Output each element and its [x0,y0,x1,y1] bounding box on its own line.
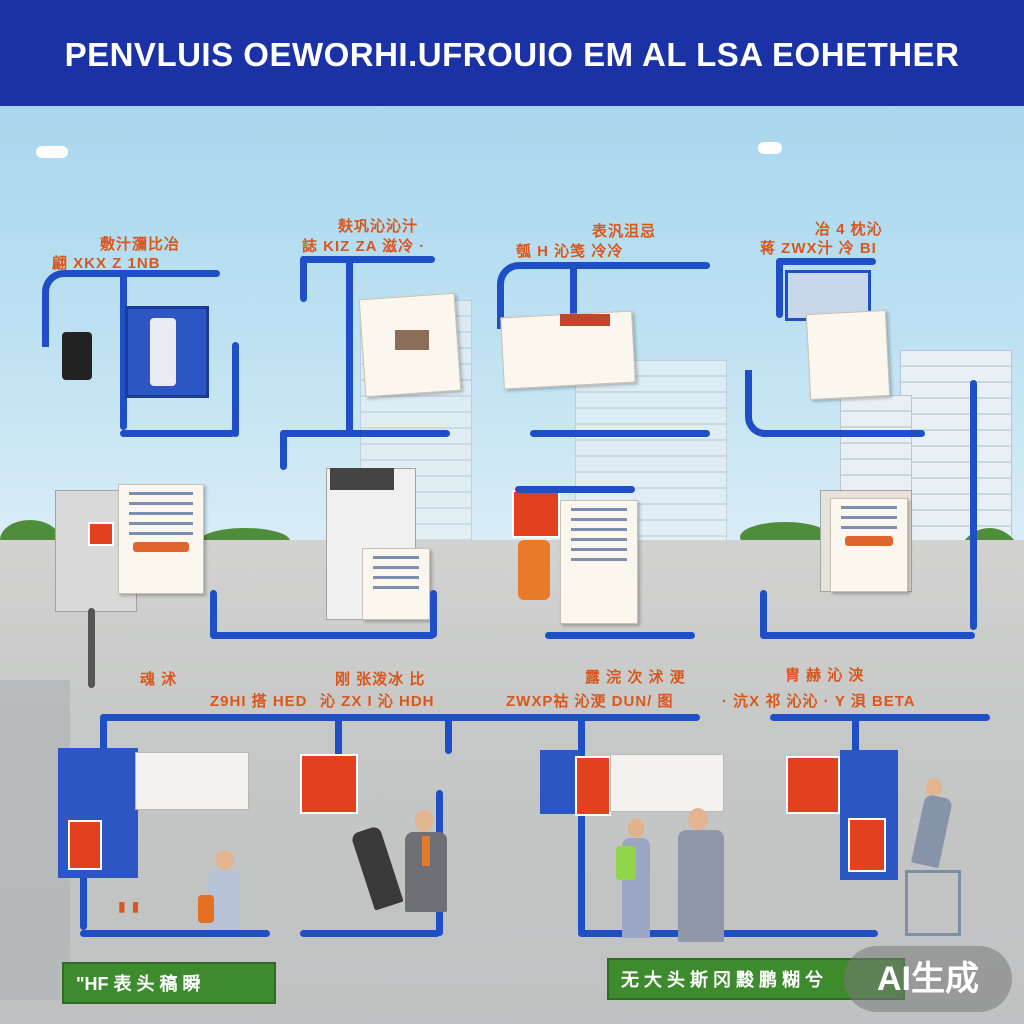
pipe-4-mid [760,430,925,437]
pipe-1-bottom [120,430,235,437]
pipe-bottom-top-far [770,714,990,721]
person-1-bag [198,895,214,923]
pipe-bottom-floor-1 [80,930,270,937]
top-label-2-line2: 誌 KIZ ZA 滋冷 · [302,235,425,256]
pipe-2-drop [280,430,287,470]
pipe-2-down [346,256,353,436]
person-1-head [216,850,234,870]
ai-generated-watermark: AI生成 [844,946,1012,1012]
printer-2-top [330,468,394,490]
pipe-bend-4 [745,370,792,437]
scanner-screen [150,318,176,386]
page-title: PENVLUIS OEWORHI.UFROUIO EM AL LSA EOHET… [0,36,1024,74]
pipe-2-top [300,256,435,263]
person-5-body [678,830,724,942]
top-label-2-line1: 麸巩沁沁汁 [338,215,418,236]
pipe-4-far-right [970,380,977,630]
top-label-4-line2: 蒋 ZWX汁 冷 BI [760,237,877,258]
sign-board-3 [610,754,724,812]
bottom-label-1-line2: Z9HI 搭 HED [210,690,308,711]
person-6-head [926,778,942,796]
document-2-stamp [395,330,429,350]
pipe-3-top [540,262,710,269]
document-mid-3 [560,500,638,624]
pipe-4-left [776,258,783,318]
footer-label-left: "HF 表 头 稿 瞬 [62,962,276,1004]
pipe-bottom-mid-3 [445,714,452,754]
kiosk-3-panel [575,756,611,816]
pipe-3-lower [515,486,635,493]
red-badge-bottom-4 [786,756,840,814]
cloud-left [36,146,68,158]
kiosk-4-panel [848,818,886,872]
bottom-label-3-line2: ZWXP祜 沁浭 DUN/ 图 [506,690,674,711]
person-4-bag [616,846,636,880]
pipe-row-mid-1-right [430,590,437,638]
pipe-row-mid-1 [210,632,435,639]
kiosk-3 [540,750,580,814]
kiosk-1-panel [68,820,102,870]
pipe-2-mid [280,430,450,437]
red-badge-3 [512,490,560,538]
person-4-head [628,818,644,838]
pipe-bottom-top-right [445,714,700,721]
bottom-label-2-line1: 刚 张泼冰 比 [335,668,425,689]
pipe-row-mid-4 [760,632,975,639]
pipe-3-mid [530,430,710,437]
person-5-head [688,808,708,830]
pipe-row-mid-4-left [760,590,767,638]
cloud-right [758,142,782,154]
pipe-row-mid-1-left [210,590,217,638]
bottom-label-1-line1: 魂 沭 [140,668,177,689]
pipe-2-left [300,256,307,302]
document-mid-4 [830,498,908,592]
top-label-4-line1: 冶 4 枕沁 [815,218,883,239]
top-label-1-line1: 敷汁瀰比冶 [100,233,180,254]
person-2-head [415,810,433,832]
pipe-1-right [232,342,239,437]
pipe-1-top [100,270,220,277]
red-badge-bottom-2 [300,754,358,814]
machine-1-panel [88,522,114,546]
bottom-label-4-line1: 胄 赫 沁 浃 [785,664,865,685]
top-label-3-line2: 瓠 H 沁笺 冷冷 [516,240,623,261]
document-mid-1 [118,484,204,594]
pipe-bottom-top [100,714,460,721]
document-3-stamp [560,314,610,326]
pipe-bottom-right-3 [578,714,585,934]
pipe-main-left-drop [88,608,95,688]
document-4 [806,310,890,400]
scanner-handle [62,332,92,380]
pipe-row-mid-3 [545,632,695,639]
pipe-bottom-floor-2 [300,930,440,937]
top-label-3-line1: 表汎沮忌 [592,220,656,241]
bottom-label-3-line1: 露 浣 次 沭 浭 [585,666,686,687]
cart-4 [905,870,961,936]
bottom-label-4-line2: · 沆X 祁 沁沁 · Y 浿 BETA [722,690,916,711]
pipe-4-top [776,258,876,265]
person-2-scarf [422,836,430,866]
small-figure-label: ▮ ▮ [118,898,140,915]
paper-stack-2 [362,548,430,620]
bottom-label-2-line2: 沁 ZX I 沁 HDH [320,690,435,711]
sign-board-1 [135,752,249,810]
orange-canister [518,540,550,600]
